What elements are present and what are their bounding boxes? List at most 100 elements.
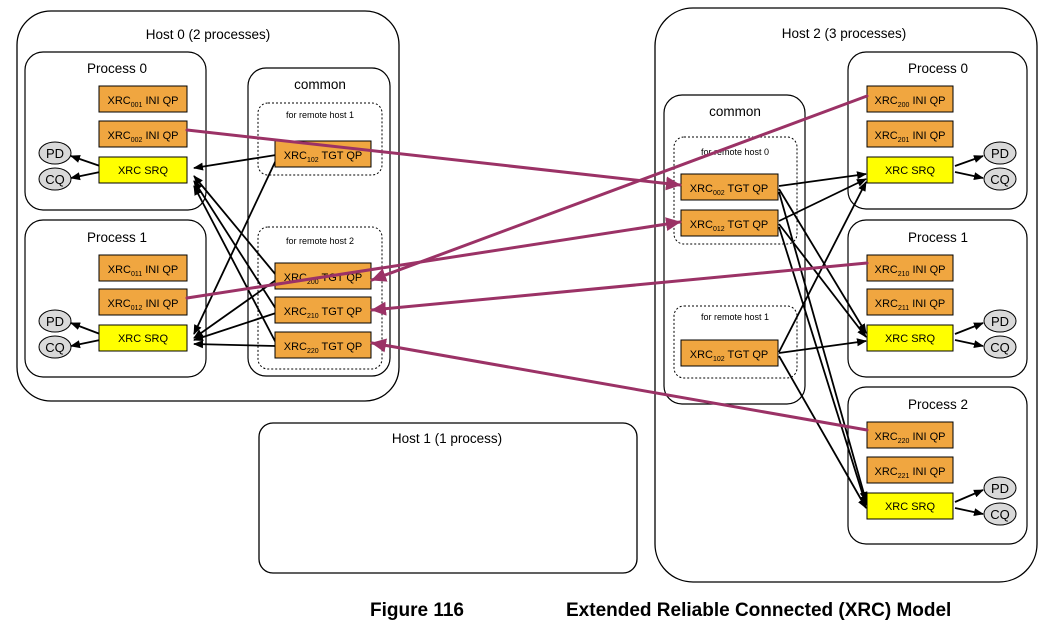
host2-process0-box [847,51,1028,210]
link-h0-tgt102-srq1 [193,159,277,335]
host0-process1-title: Process 1 [87,230,147,245]
h0p1-pd-resource [38,309,72,333]
h2p1-ini-qp-210 [866,254,954,282]
h2-tgt-qp-012 [680,209,779,237]
h2p0-pd-label: PD [991,146,1009,161]
host2-remote1-group [673,305,798,379]
h0p0-cq-resource [38,167,72,191]
link-h2-tgt012-srq0 [778,178,867,222]
h2p0-ini-qp-201 [866,120,954,148]
local-links [70,154,984,517]
h0p1-xrc-srq [98,324,188,352]
host2-remote1-label: for remote host 1 [701,312,769,322]
qp-label-rest: TGT QP [725,219,769,231]
qp-label-base: XRC [875,264,898,276]
qp-label-base: XRC [690,349,713,361]
host2-process1-box [847,219,1028,378]
link-h2p1-srq-cq [954,339,984,349]
link-h2-tgt012-srq1 [778,223,867,338]
qp-label-rest: INI QP [142,298,178,310]
host2-remote0-label: for remote host 0 [701,147,769,157]
host2-common-box [663,94,806,405]
qp-label-rest: INI QP [909,130,945,142]
qp-label-sub: 012 [713,226,725,233]
h2-tgt-qp-002 [680,173,779,201]
h2p2-pd-label: PD [991,481,1009,496]
link-h0p0-srq-pd [70,155,101,167]
link-h2p0-srq-cq [954,171,984,181]
h2-tgt-qp-102 [680,339,779,367]
svg-text:XRC221 INI QP: XRC221 INI QP [875,466,946,480]
h0p1-ini-qp-012 [98,288,188,316]
qp-label-base: XRC [108,298,131,310]
h2p0-ini-qp-200 [866,85,954,113]
qp-label-sub: 200 [307,279,319,286]
link-ini200-to-h0-tgt200 [370,94,869,282]
qp-label-rest: INI QP [909,95,945,107]
h0p0-pd-label: PD [46,146,64,161]
svg-text:XRC102 TGT QP: XRC102 TGT QP [690,349,769,363]
svg-text:XRC220 TGT QP: XRC220 TGT QP [284,341,363,355]
qp-label-rest: INI QP [142,264,178,276]
h2p0-pd-resource [983,141,1017,165]
qp-label-rest: TGT QP [319,150,363,162]
qp-label-rest: INI QP [142,130,178,142]
svg-text:XRC211 INI QP: XRC211 INI QP [875,298,945,312]
svg-text:XRC012 TGT QP: XRC012 TGT QP [690,219,769,233]
h2p2-ini-qp-221 [866,456,954,484]
qp-label-base: XRC [284,341,307,353]
h0p0-cq-label: CQ [45,172,65,187]
h2p0-xrc-srq-label: XRC SRQ [885,165,936,177]
host0-remote2-group [257,226,383,370]
h2p0-cq-label: CQ [990,172,1010,187]
qp-label-sub: 102 [307,157,319,164]
h0-tgt-qp-200 [274,262,372,290]
qp-label-rest: INI QP [142,95,178,107]
qp-label-rest: TGT QP [725,183,769,195]
h2p2-xrc-srq [866,492,954,520]
link-h2p1-srq-pd [954,322,984,335]
qp-label-rest: INI QP [909,431,945,443]
svg-text:XRC011 INI QP: XRC011 INI QP [108,264,178,278]
svg-text:XRC102 TGT QP: XRC102 TGT QP [284,150,363,164]
qp-label-base: XRC [875,130,898,142]
qp-label-base: XRC [875,431,898,443]
qp-label-base: XRC [875,466,898,478]
link-ini002-to-h2-tgt002 [185,128,682,191]
h2p1-pd-label: PD [991,314,1009,329]
h2p2-cq-label: CQ [990,507,1010,522]
host0-process0-title: Process 0 [87,61,147,76]
svg-text:XRC220 INI QP: XRC220 INI QP [875,431,946,445]
qp-label-base: XRC [690,219,713,231]
qp-label-sub: 210 [307,313,319,320]
h0p1-pd-label: PD [46,314,64,329]
link-h0-tgt220-srq0 [193,185,277,344]
host2-box [654,7,1038,583]
h0p0-xrc-srq [98,156,188,184]
link-h2p0-srq-pd [954,155,984,167]
h2p2-ini-qp-220 [866,421,954,449]
qp-label-rest: TGT QP [319,306,363,318]
host1-box [258,422,638,574]
link-h2-tgt002-srq1 [778,188,867,334]
qp-label-sub: 102 [713,356,725,363]
qp-label-base: XRC [108,130,131,142]
qp-label-base: XRC [875,95,898,107]
h2p1-pd-resource [983,309,1017,333]
figure-number: Figure 116 [370,600,464,621]
host0-process1-box [24,219,207,378]
link-ini012-to-h2-tgt012 [185,217,682,300]
h0p1-ini-qp-011 [98,254,188,282]
link-h0-tgt220-srq1 [193,340,277,349]
link-ini210-to-h0-tgt210 [370,261,869,316]
host0-common-box [247,67,391,377]
link-h2-tgt012-srq2 [778,226,868,506]
host2-process0-title: Process 0 [908,61,968,76]
host2-process1-title: Process 1 [908,230,968,245]
qp-label-sub: 012 [131,305,143,312]
qp-label-rest: INI QP [909,466,945,478]
host0-common-label: common [294,77,346,92]
qp-label-rest: INI QP [909,264,945,276]
h2p1-cq-resource [983,335,1017,359]
